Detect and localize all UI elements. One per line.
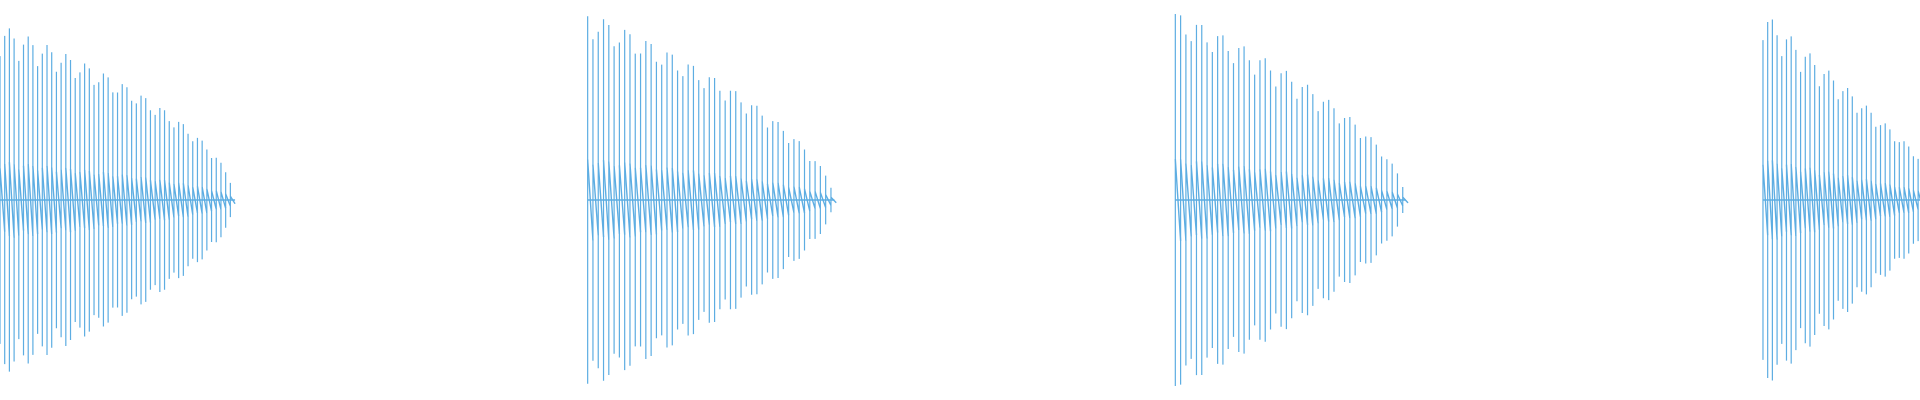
waveform-burst-3 xyxy=(1174,13,1409,387)
waveform-burst-2 xyxy=(586,16,837,384)
waveform-burst-1 xyxy=(0,28,236,372)
waveform-burst-4 xyxy=(1762,19,1920,381)
waveform-bursts xyxy=(0,13,1920,387)
